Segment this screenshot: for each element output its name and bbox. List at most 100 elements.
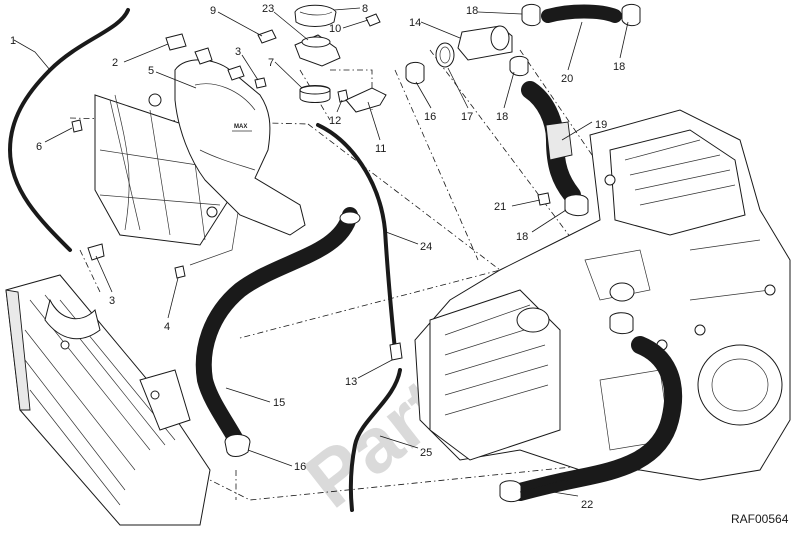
clamp-18a — [509, 55, 529, 77]
thermostat-outlet — [490, 25, 510, 51]
radiator-body — [5, 274, 211, 526]
callout-16-upper: 16 — [424, 111, 436, 123]
clamp-16b — [405, 61, 425, 85]
leader-8 — [333, 7, 361, 11]
callout-labels: 1 2 3 3 4 5 6 7 8 9 10 11 12 13 14 15 16… — [10, 3, 625, 511]
boundary-line — [189, 459, 641, 501]
frame-tube — [114, 94, 130, 231]
hose-inner — [197, 208, 357, 445]
callout-23: 23 — [262, 3, 274, 15]
bracket-11 — [345, 87, 387, 113]
leader-16c — [519, 479, 565, 493]
tank-contours — [194, 83, 256, 171]
callout-3-upper: 3 — [235, 46, 241, 58]
boundary-line — [239, 123, 501, 339]
callout-4: 4 — [164, 321, 170, 333]
clip-13 — [389, 342, 403, 361]
coolant-hose-22 — [499, 312, 683, 503]
water-pump-outlet — [609, 282, 635, 302]
radiator-cap — [294, 4, 337, 27]
leader-20 — [567, 21, 583, 71]
hose-20-inner — [542, 6, 621, 22]
seal-17 — [435, 42, 455, 68]
leader-19 — [561, 121, 593, 141]
cap-assembly — [165, 4, 387, 113]
clamp-16a — [224, 434, 251, 457]
thermostat-assembly — [405, 3, 641, 85]
tank-max-mark: MAX — [234, 124, 247, 130]
cylinder-head-front — [429, 289, 561, 461]
callout-18-top: 18 — [466, 5, 478, 17]
callout-17: 17 — [461, 111, 473, 123]
screw-4 — [174, 265, 186, 279]
radiator-fins — [24, 294, 176, 506]
leader-22 — [539, 489, 579, 497]
frame-bolt — [148, 93, 162, 107]
leader-lines — [13, 7, 629, 497]
leader-18a — [477, 11, 523, 15]
leader-16a — [247, 449, 293, 467]
screw-10 — [365, 13, 381, 27]
screw-21 — [537, 192, 551, 206]
screw-9 — [257, 29, 277, 44]
diagram-reference-code: RAF00564 — [731, 512, 789, 526]
radiator-bracket — [139, 369, 191, 431]
callout-18-lower: 18 — [516, 231, 528, 243]
hose-25-inner — [349, 369, 401, 511]
frame-bolt — [206, 206, 218, 218]
leader-6 — [44, 127, 73, 143]
leader-15 — [225, 387, 271, 403]
callout-8: 8 — [362, 3, 368, 15]
callout-11: 11 — [375, 143, 386, 155]
leader-24 — [385, 231, 419, 245]
expansion-tank: MAX — [174, 47, 306, 236]
engine-bolt — [694, 324, 706, 336]
leader-25 — [379, 435, 419, 449]
leader-12 — [336, 99, 343, 113]
seal-17-inner — [439, 46, 451, 64]
front-head-fins — [444, 304, 549, 416]
callout-19: 19 — [595, 119, 607, 131]
leader-2 — [123, 43, 169, 63]
engine-bolt — [764, 284, 776, 296]
leader-9 — [217, 11, 263, 37]
cap-ridge — [299, 11, 333, 16]
water-pump — [584, 249, 651, 301]
callout-12: 12 — [329, 115, 341, 127]
clamp-7-top — [299, 85, 331, 95]
frame-tubes — [99, 99, 231, 241]
hose-15-end — [339, 211, 361, 225]
clamp-18e — [609, 312, 634, 335]
screw-3a — [254, 77, 267, 89]
boundary-line — [429, 49, 611, 291]
callout-20: 20 — [561, 73, 573, 85]
callout-16-lower-left: 16 — [294, 461, 306, 473]
leader-11 — [367, 101, 381, 141]
tank-spigot — [227, 65, 245, 81]
tank-filler-neck — [194, 47, 213, 65]
engine — [414, 109, 791, 481]
leader-1 — [13, 39, 51, 71]
callout-9: 9 — [210, 5, 216, 17]
screw-6 — [71, 119, 83, 133]
leader-17 — [447, 67, 469, 109]
leader-16b — [415, 81, 432, 109]
callout-15: 15 — [273, 397, 285, 409]
callout-16-lower-right: 16 — [556, 473, 568, 485]
callout-6: 6 — [36, 141, 42, 153]
clutch-cover — [697, 344, 783, 426]
radiator-side-tank — [5, 289, 31, 411]
callout-18-middle: 18 — [496, 111, 508, 123]
leader-18d — [531, 209, 567, 233]
leader-23 — [273, 11, 309, 41]
callout-10: 10 — [329, 23, 341, 35]
hose-inner — [9, 9, 129, 251]
bleed-hose-24 — [316, 123, 403, 512]
oil-filler-cap — [516, 307, 550, 333]
callout-1: 1 — [10, 35, 16, 47]
clamp-18d — [564, 194, 589, 217]
clamp-18c — [621, 3, 641, 27]
callout-25: 25 — [420, 447, 432, 459]
boundary-line — [394, 69, 479, 261]
